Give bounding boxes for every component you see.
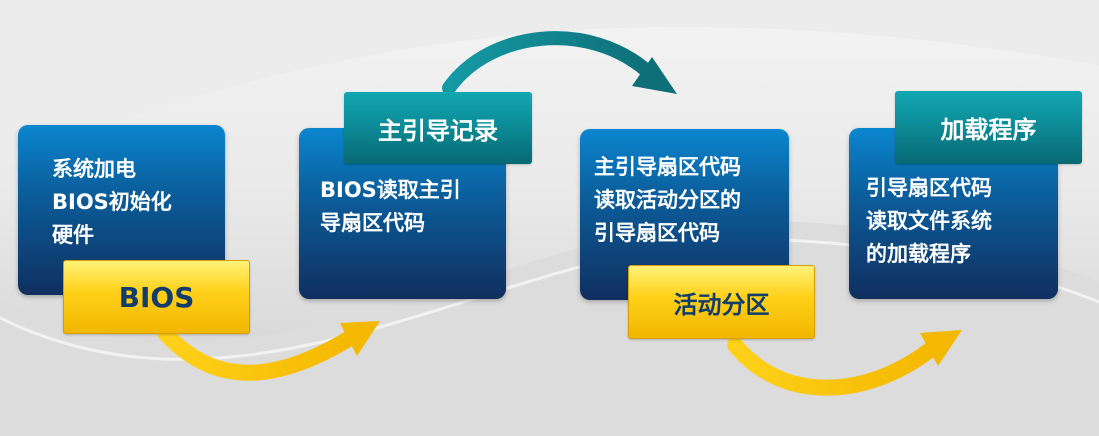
teal-arrow bbox=[442, 31, 677, 95]
step-2-description: BIOS读取主引 导扇区代码 bbox=[320, 178, 461, 235]
step-1-tag: BIOS bbox=[63, 260, 250, 334]
step-1-description: 系统加电 BIOS初始化 硬件 bbox=[52, 157, 172, 247]
step-4-description: 引导扇区代码 读取文件系统 的加载程序 bbox=[866, 176, 992, 266]
step-3-tag: 活动分区 bbox=[628, 265, 815, 339]
step-4-tag: 加载程序 bbox=[895, 91, 1082, 164]
step-3-description: 主引导扇区代码 读取活动分区的 引导扇区代码 bbox=[594, 155, 741, 245]
step-2-tag: 主引导记录 bbox=[344, 92, 532, 164]
